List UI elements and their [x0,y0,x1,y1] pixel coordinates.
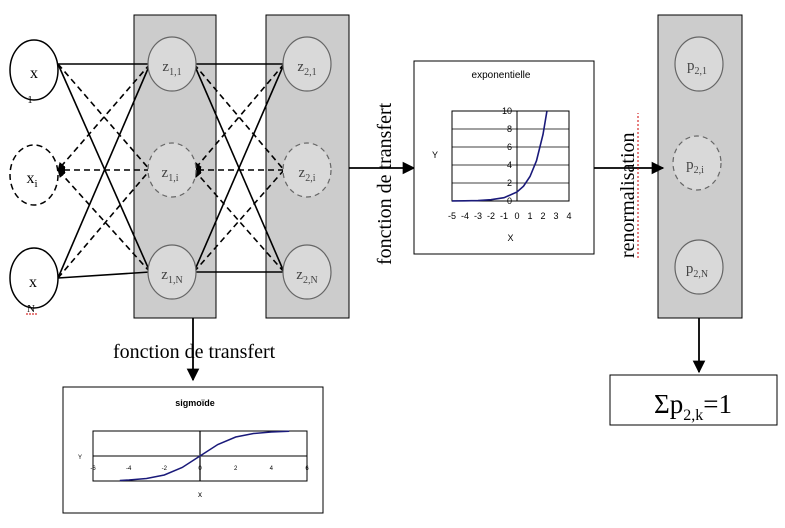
y-tick-label: 0 [507,196,512,206]
svg-text:z2,N: z2,N [296,267,317,286]
y-tick-label: 2 [507,178,512,188]
x-tick-label: -3 [474,211,482,221]
connections-input-hidden1 [57,63,151,279]
svg-text:p2,i: p2,i [686,157,704,176]
svg-text:renormalisation: renormalisation [617,132,639,258]
hidden1-node-n: z1,N [147,244,197,300]
x-tick-label: -4 [461,211,469,221]
output-node-n: p2,N [674,239,724,295]
sigmoid-chart: sigmoïde -6 -4 -2 0 2 4 6 x Y [62,386,324,514]
connections-hidden1-hidden2 [193,63,285,273]
svg-text:p2,N: p2,N [686,261,708,280]
svg-text:z2,1: z2,1 [297,59,316,78]
output-node-1: p2,1 [674,36,724,92]
sigmoid-curve [119,430,290,482]
renormalisation-label: renormalisation [617,113,639,258]
chart-title: sigmoïde [175,398,215,408]
hidden2-node-1: z2,1 [282,36,332,92]
svg-text:z2,i: z2,i [299,165,316,184]
x-tick-label: 4 [270,466,274,472]
x-tick-label: -1 [500,211,508,221]
x-tick-label: 0 [198,466,202,472]
x-tick-label: 4 [566,211,571,221]
plot-area [451,110,570,202]
x-tick-label: -2 [162,466,168,472]
transfer-label-bottom: fonction de transfert [113,341,276,363]
svg-text:xi: xi [26,170,37,190]
svg-text:p2,1: p2,1 [687,58,707,77]
y-tick-label: 4 [507,160,512,170]
x-axis-label: X [507,233,513,243]
x-tick-label: -5 [448,211,456,221]
hidden1-node-i: z1,i [147,142,197,198]
chart-title: exponentielle [472,70,531,81]
input-node-1: x 1 [9,39,59,106]
y-tick-label: 6 [507,142,512,152]
y-axis-label: Y [432,150,438,160]
x-tick-label: 0 [514,211,519,221]
svg-text:z1,N: z1,N [161,267,182,286]
hidden2-node-i: z2,i [282,142,332,198]
hidden1-node-1: z1,1 [147,36,197,92]
hidden2-node-n: z2,N [282,244,332,300]
x-tick-label: -6 [90,466,96,472]
x-tick-label: -4 [126,466,132,472]
svg-text:z1,i: z1,i [162,165,179,184]
svg-text:z1,1: z1,1 [162,59,181,78]
svg-text:1: 1 [27,94,33,106]
x-axis-label: x [198,490,202,499]
x-tick-label: 2 [540,211,545,221]
input-node-i: xi [9,144,59,206]
svg-text:Σp2,k=1: Σp2,k=1 [654,389,732,424]
output-node-i: p2,i [672,135,722,191]
probability-sum-box: Σp2,k=1 [609,374,778,426]
svg-text:N: N [27,303,35,315]
y-tick-label: 10 [502,106,512,116]
x-tick-label: 6 [305,466,309,472]
x-tick-label: 3 [553,211,558,221]
exponential-curve [451,111,548,202]
y-axis-label: Y [78,455,82,461]
svg-text:x: x [29,274,37,291]
y-tick-label: 8 [507,124,512,134]
svg-text:x: x [30,65,38,82]
x-tick-label: -2 [487,211,495,221]
transfer-label-vertical: fonction de transfert [374,102,396,265]
x-tick-label: 2 [234,466,238,472]
x-tick-label: 1 [527,211,532,221]
input-node-n: x N [9,247,59,315]
